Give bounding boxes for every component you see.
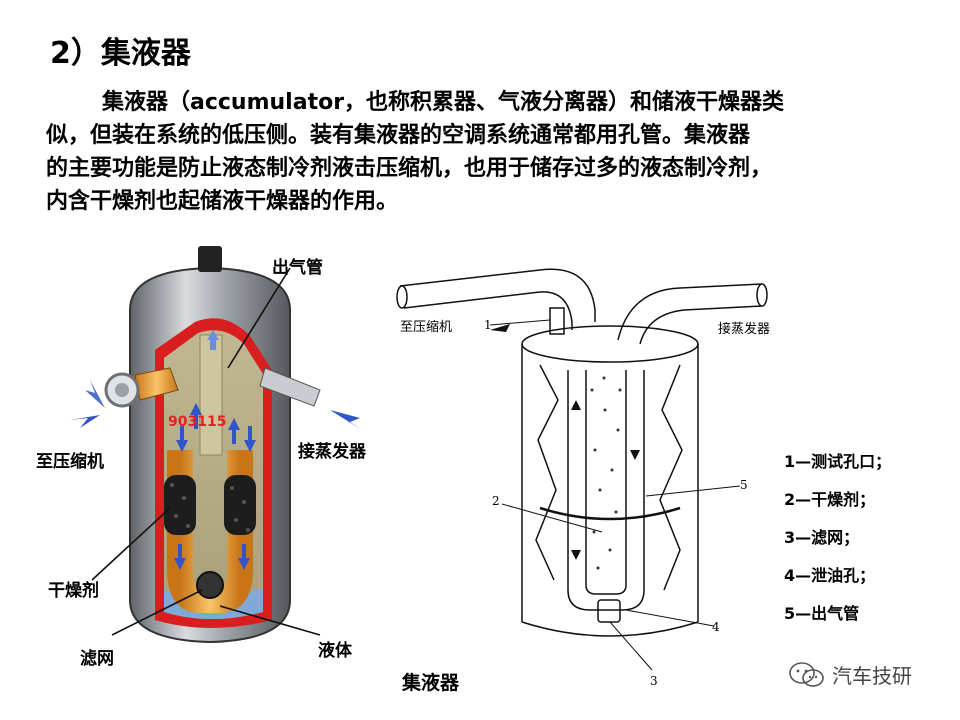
callout-number: 4 [712,620,720,634]
legend-item: 3—滤网； [784,528,860,547]
paragraph-line: 集液器（accumulator，也称积累器、气液分离器）和储液干燥器类 [102,90,785,115]
paragraph-line: 内含干燥剂也起储液干燥器的作用。 [46,189,399,214]
desiccant-bag [224,475,256,535]
figure-caption: 集液器 [402,672,460,694]
top-cap [198,246,222,272]
legend-item: 5—出气管 [784,604,860,623]
label-liquid: 液体 [318,641,352,661]
label-desiccant: 干燥剂 [48,581,99,601]
test-port [549,307,565,335]
label-to-compressor-line: 至压缩机 [400,320,453,335]
callout-number: 1 [484,318,492,332]
legend-item: 1—测试孔口； [784,452,892,471]
wechat-icon [789,661,824,687]
accumulator-line-drawing [396,268,768,671]
u-tube [167,450,253,613]
page-title: 2）集液器 [50,36,191,71]
filter-screen [597,599,621,623]
legend-item: 2—干燥剂； [784,490,876,509]
label-from-evaporator: 接蒸发器 [298,442,366,462]
callout-number: 5 [740,478,748,492]
brand-name: 汽车技研 [832,664,912,688]
brand-watermark: 汽车技研 [788,660,912,689]
label-to-compressor: 至压缩机 [36,452,104,472]
serial-number: 903115 [168,414,227,430]
label-from-evaporator-line: 接蒸发器 [718,322,771,337]
legend-item: 4—泄油孔； [784,566,876,585]
pipe-from-evaporator [617,283,763,341]
callout-number: 3 [650,674,658,688]
label-outlet-pipe: 出气管 [272,258,323,278]
filter-screen [196,571,224,599]
right-port [259,367,321,407]
accumulator-cutaway-diagram [70,246,362,644]
outlet-pipe [199,334,223,456]
paragraph-line: 的主要功能是防止液态制冷剂液击压缩机，也用于储存过多的液态制冷剂， [46,156,773,181]
pipe-to-compressor [399,268,596,322]
intro-paragraph: 集液器（accumulator，也称积累器、气液分离器）和储液干燥器类 似，但装… [46,86,926,218]
body-top [521,325,699,363]
label-filter: 滤网 [80,649,114,669]
callout-number: 2 [492,494,500,508]
body-bottom [521,621,699,637]
desiccant-bag [164,475,196,535]
paragraph-line: 似，但装在系统的低压侧。装有集液器的空调系统通常都用孔管。集液器 [46,123,751,148]
